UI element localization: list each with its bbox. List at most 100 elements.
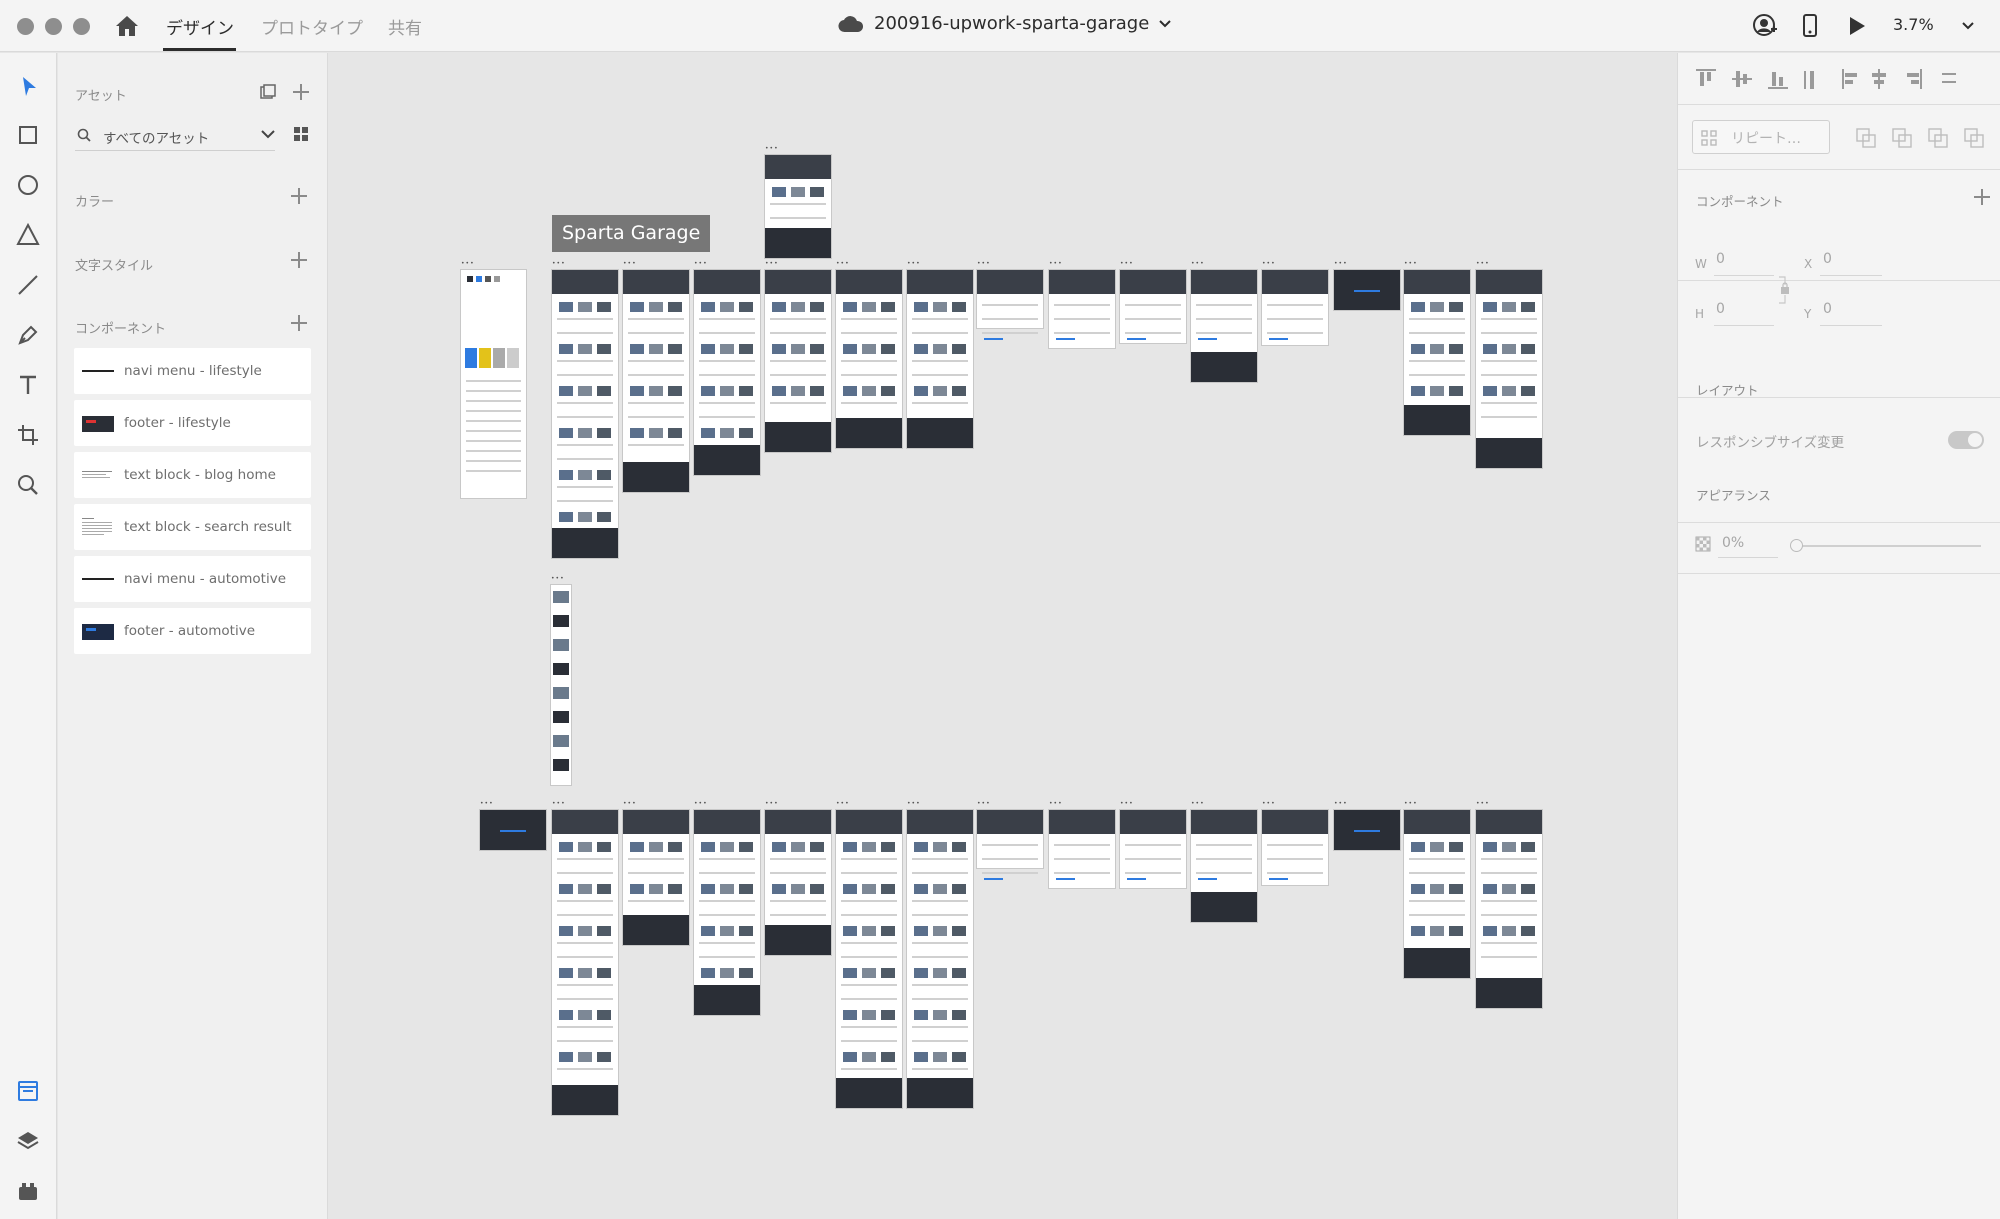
component-item[interactable]: footer - automotive: [74, 608, 311, 654]
artboard-thumbnail[interactable]: [765, 155, 831, 258]
document-title-dropdown[interactable]: 200916-upwork-sparta-garage: [838, 13, 1172, 34]
zoom-chevron-icon[interactable]: [1962, 22, 1974, 30]
artboard-thumbnail[interactable]: [907, 270, 973, 448]
artboard-thumbnail[interactable]: [836, 270, 902, 448]
artboard-thumbnail[interactable]: [1262, 810, 1328, 885]
add-asset-icon[interactable]: [293, 84, 309, 100]
artboard-header: [694, 810, 760, 834]
mobile-preview-icon[interactable]: [1800, 12, 1820, 40]
artboard-thumbnail[interactable]: [1404, 270, 1470, 435]
component-item[interactable]: text block - search result: [74, 504, 311, 550]
artboard-thumbnail[interactable]: [480, 810, 546, 850]
text-line: [1267, 332, 1323, 334]
palette-block: [493, 348, 505, 368]
polygon-tool-icon[interactable]: [14, 221, 42, 249]
artboard-thumbnail[interactable]: [694, 270, 760, 475]
opacity-slider-track[interactable]: [1795, 545, 1981, 547]
tab-prototype[interactable]: プロトタイプ: [261, 19, 363, 39]
opacity-input[interactable]: 0%: [1722, 535, 1745, 551]
height-input[interactable]: 0: [1716, 301, 1725, 317]
assets-panel-icon[interactable]: [14, 1077, 42, 1105]
line-tool-icon[interactable]: [14, 271, 42, 299]
image-tile: [771, 302, 787, 312]
open-library-icon[interactable]: [260, 84, 276, 100]
x-input[interactable]: 0: [1823, 251, 1832, 267]
artboard-thumbnail[interactable]: [1262, 270, 1328, 345]
artboard-thumbnail[interactable]: [977, 810, 1043, 880]
select-tool-icon[interactable]: [14, 73, 42, 101]
artboard-thumbnail[interactable]: [765, 810, 831, 955]
lock-aspect-icon[interactable]: [1778, 275, 1792, 305]
asset-filter-dropdown[interactable]: すべてのアセット: [75, 121, 275, 151]
artboard-thumbnail[interactable]: [623, 810, 689, 945]
image-tile: [596, 512, 612, 522]
artboard-thumbnail[interactable]: [1049, 270, 1115, 348]
opacity-slider-thumb[interactable]: [1790, 539, 1803, 552]
form-button: [1126, 878, 1147, 880]
artboard-thumbnail[interactable]: [1334, 270, 1400, 310]
text-tool-icon[interactable]: [14, 371, 42, 399]
artboard-thumbnail[interactable]: [1049, 810, 1115, 888]
active-tab-indicator: [163, 48, 236, 51]
artboard-thumbnail[interactable]: [623, 270, 689, 492]
image-tile: [1448, 386, 1464, 396]
add-component-icon[interactable]: [291, 315, 307, 331]
component-item[interactable]: footer - lifestyle: [74, 400, 311, 446]
pen-tool-icon[interactable]: [14, 321, 42, 349]
y-input[interactable]: 0: [1823, 301, 1832, 317]
ellipse-tool-icon[interactable]: [14, 171, 42, 199]
artboard-thumbnail[interactable]: [1476, 810, 1542, 1008]
image-tile: [951, 1010, 967, 1020]
zoom-tool-icon[interactable]: [14, 471, 42, 499]
artboard-thumbnail[interactable]: [551, 585, 571, 785]
image-tile: [861, 1052, 877, 1062]
component-item[interactable]: navi menu - lifestyle: [74, 348, 311, 394]
plugins-panel-icon[interactable]: [14, 1177, 42, 1205]
text-line: [841, 942, 897, 944]
add-component-state-icon[interactable]: [1974, 189, 1990, 205]
design-canvas[interactable]: ••••••••••••••••••••••••••••••••••••••••…: [329, 53, 1676, 1219]
grid-view-icon[interactable]: [294, 127, 308, 141]
add-color-icon[interactable]: [291, 188, 307, 204]
account-icon[interactable]: [1752, 12, 1778, 40]
rectangle-tool-icon[interactable]: [14, 121, 42, 149]
layers-panel-icon[interactable]: [14, 1127, 42, 1155]
artboard-thumbnail[interactable]: [694, 810, 760, 1015]
align-icons[interactable]: [1696, 67, 1956, 91]
artboard-thumbnail[interactable]: [1476, 270, 1542, 468]
image-tile: [648, 386, 664, 396]
artboard-thumbnail[interactable]: [1404, 810, 1470, 978]
artboard-thumbnail[interactable]: [765, 270, 831, 452]
repeat-grid-button[interactable]: リピート…: [1692, 120, 1830, 154]
artboard-tool-icon[interactable]: [14, 421, 42, 449]
component-item[interactable]: navi menu - automotive: [74, 556, 311, 602]
width-input[interactable]: 0: [1716, 251, 1725, 267]
play-icon[interactable]: [1846, 12, 1868, 40]
artboard-thumbnail[interactable]: [1334, 810, 1400, 850]
artboard-thumbnail[interactable]: [1120, 270, 1186, 343]
filter-chevron-icon[interactable]: [261, 129, 275, 139]
artboard-thumbnail[interactable]: [552, 810, 618, 1115]
image-tile: [700, 926, 716, 936]
zoom-window-button[interactable]: [73, 18, 90, 35]
zoom-level[interactable]: 3.7%: [1893, 15, 1934, 34]
artboard-thumbnail[interactable]: [461, 270, 526, 498]
minimize-window-button[interactable]: [45, 18, 62, 35]
add-character-style-icon[interactable]: [291, 252, 307, 268]
boolean-ops-icons[interactable]: [1856, 128, 1986, 150]
artboard-thumbnail[interactable]: [836, 810, 902, 1108]
artboard-thumbnail[interactable]: [1120, 810, 1186, 888]
artboard-thumbnail[interactable]: [552, 270, 618, 558]
home-icon[interactable]: [114, 14, 140, 38]
artboard-thumbnail[interactable]: [907, 810, 973, 1108]
artboard-thumbnail[interactable]: [1191, 270, 1257, 382]
tab-design[interactable]: デザイン: [166, 19, 234, 39]
component-item[interactable]: text block - blog home: [74, 452, 311, 498]
text-line: [557, 872, 613, 874]
artboard-thumbnail[interactable]: [977, 270, 1043, 340]
artboard-name-tag[interactable]: Sparta Garage: [552, 215, 711, 252]
responsive-resize-toggle[interactable]: [1948, 431, 1984, 449]
tab-share[interactable]: 共有: [388, 19, 422, 39]
close-window-button[interactable]: [17, 18, 34, 35]
artboard-thumbnail[interactable]: [1191, 810, 1257, 922]
